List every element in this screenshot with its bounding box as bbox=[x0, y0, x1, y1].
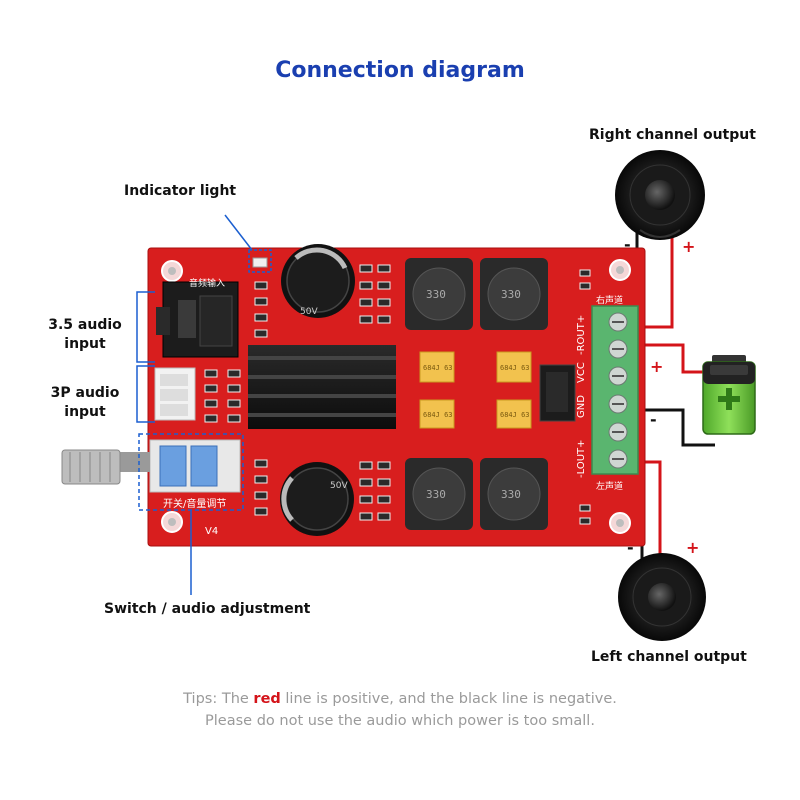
right-speaker-positive-wire bbox=[640, 232, 674, 329]
amplifier-board: 音频输入 50V 50V bbox=[61, 244, 646, 547]
battery-minus-mark: - bbox=[650, 410, 657, 429]
audio-in-cn-label: 音频输入 bbox=[189, 277, 225, 289]
battery-plus-mark: + bbox=[650, 357, 663, 376]
left-plus-mark: + bbox=[686, 538, 699, 557]
audio35-bracket bbox=[136, 291, 155, 363]
smd-components bbox=[204, 264, 591, 525]
right-ch-cn-label: 右声道 bbox=[596, 294, 623, 306]
audio35-label-line1: 3.5 audio bbox=[48, 317, 122, 333]
audio3p-label-line1: 3P audio bbox=[50, 385, 120, 401]
svg-text:684J 63: 684J 63 bbox=[500, 364, 530, 372]
inductor-4: 330 bbox=[480, 458, 548, 530]
capacitor-top: 50V bbox=[281, 244, 355, 318]
lout-label: -LOUT+ bbox=[576, 439, 587, 478]
vcc-label: VCC bbox=[576, 362, 587, 383]
left-ch-cn-label: 左声道 bbox=[596, 480, 623, 492]
tips-line-1: Tips: The red line is positive, and the … bbox=[0, 691, 800, 707]
tips-text-b: line is positive, and the black line is … bbox=[280, 691, 617, 707]
battery-negative-wire bbox=[640, 408, 715, 447]
film-capacitors: 684J 63 684J 63 684J 63 684J 63 bbox=[419, 351, 532, 429]
indicator-callout-box bbox=[248, 249, 272, 273]
indicator-light-label: Indicator light bbox=[124, 183, 237, 199]
right-speaker-icon bbox=[615, 150, 705, 240]
battery-icon bbox=[702, 355, 756, 435]
cap-top-label: 50V bbox=[300, 307, 318, 317]
switch-adjustment-label: Switch / audio adjustment bbox=[104, 601, 311, 617]
right-output-label: Right channel output bbox=[589, 127, 756, 143]
right-minus-mark: - bbox=[624, 235, 631, 254]
inductor-1: 330 bbox=[405, 258, 473, 330]
switch-cn-label: 开关/音量调节 bbox=[163, 497, 226, 510]
svg-text:684J 63: 684J 63 bbox=[500, 411, 530, 419]
indicator-callout-line bbox=[224, 214, 253, 251]
svg-text:330: 330 bbox=[501, 488, 521, 501]
audio-jack-35mm bbox=[156, 281, 239, 358]
page-title: Connection diagram bbox=[275, 58, 525, 83]
screw-terminal-block bbox=[591, 305, 639, 475]
three-pin-connector bbox=[154, 367, 196, 421]
polarity-marks: - + + - - + bbox=[624, 235, 699, 557]
svg-text:330: 330 bbox=[426, 488, 446, 501]
version-label: V4 bbox=[205, 526, 218, 537]
cap-bottom-label: 50V bbox=[330, 481, 348, 491]
left-minus-mark: - bbox=[627, 538, 634, 557]
inductor-3: 330 bbox=[405, 458, 473, 530]
left-output-label: Left channel output bbox=[591, 649, 747, 665]
tips-red-word: red bbox=[253, 691, 281, 707]
indicator-led bbox=[252, 257, 268, 268]
regulator-chip bbox=[539, 364, 576, 422]
audio35-label: 3.5 audio input bbox=[35, 316, 135, 354]
capacitor-bottom: 50V bbox=[280, 462, 354, 536]
callouts bbox=[136, 214, 272, 595]
inductors: 330 330 330 330 bbox=[405, 258, 548, 530]
right-plus-mark: + bbox=[682, 237, 695, 256]
audio3p-bracket bbox=[136, 365, 155, 423]
svg-text:684J 63: 684J 63 bbox=[423, 411, 453, 419]
audio3p-label-line2: input bbox=[64, 404, 106, 420]
volume-switch-potentiometer bbox=[61, 439, 241, 493]
rout-label: -ROUT+ bbox=[576, 315, 587, 355]
left-speaker-icon bbox=[618, 553, 706, 641]
svg-text:330: 330 bbox=[501, 288, 521, 301]
gnd-label: GND bbox=[576, 395, 587, 418]
left-speaker-positive-wire bbox=[640, 460, 662, 565]
audio3p-label: 3P audio input bbox=[35, 384, 135, 422]
audio35-label-line2: input bbox=[64, 336, 106, 352]
svg-text:684J 63: 684J 63 bbox=[423, 364, 453, 372]
tips-text-a: Tips: The bbox=[183, 691, 254, 707]
heatsink bbox=[248, 345, 396, 429]
inductor-2: 330 bbox=[480, 258, 548, 330]
svg-text:330: 330 bbox=[426, 288, 446, 301]
tips-line-2: Please do not use the audio which power … bbox=[205, 713, 595, 729]
